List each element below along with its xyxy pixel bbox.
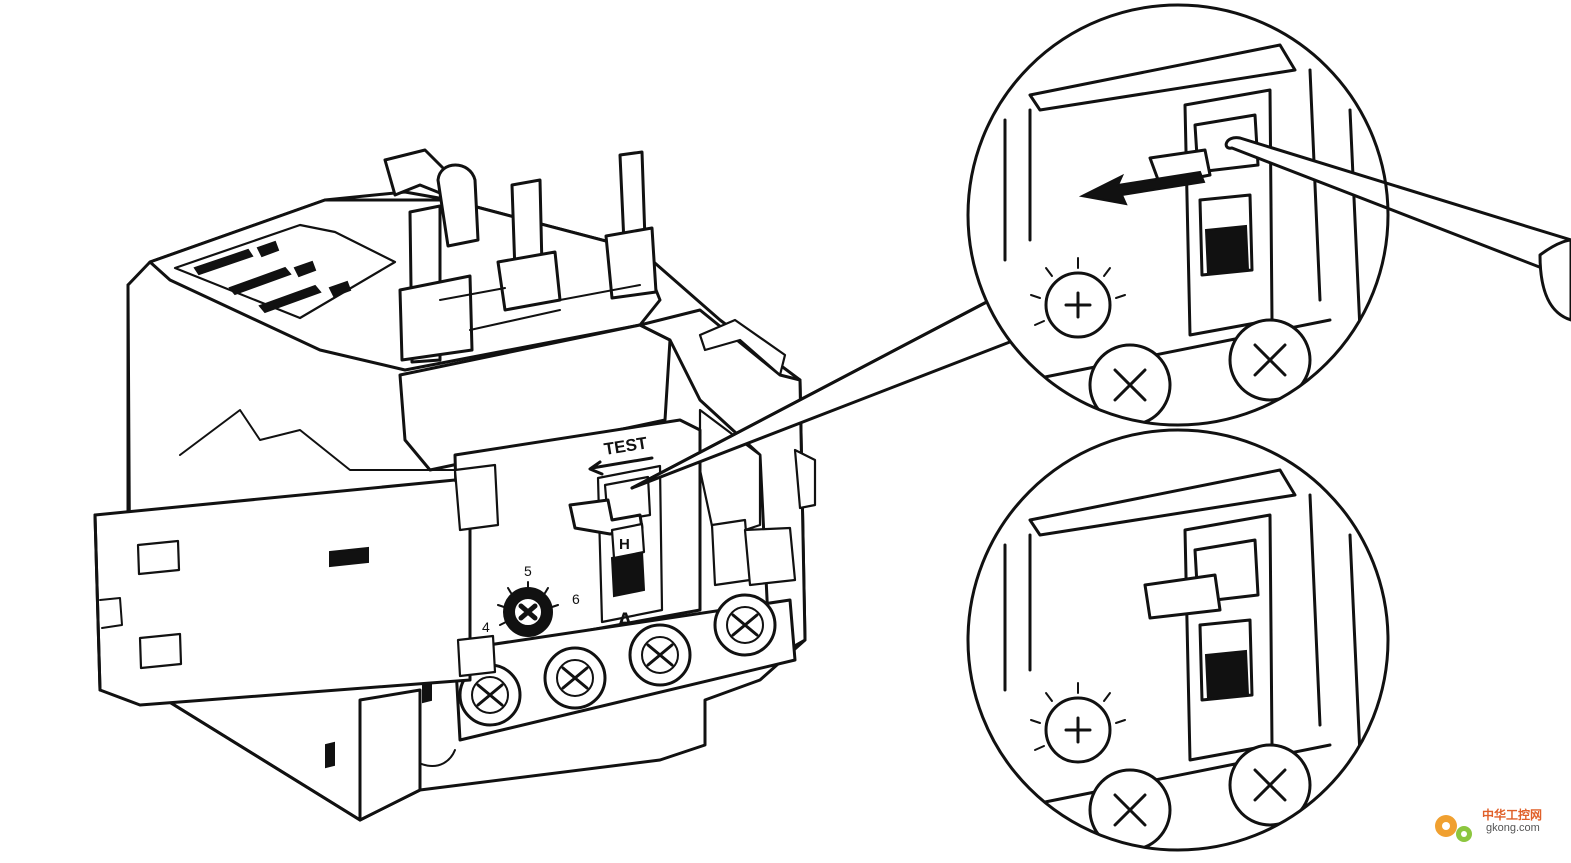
detail-test-normal	[966, 428, 1390, 852]
terminal-screws	[399, 593, 797, 767]
watermark-url: gkong.com	[1486, 822, 1540, 834]
gear-logo-icon	[1435, 815, 1472, 842]
watermark: 中华工控网 gkong.com	[1428, 800, 1568, 860]
thermal-overload-relay: TEST H A 4 5 6	[93, 148, 817, 822]
test-direction-arrow	[588, 456, 654, 476]
dial-label-5: 5	[524, 563, 532, 579]
test-slider-housing	[568, 464, 664, 624]
dial-label-6: 6	[572, 591, 580, 607]
sealable-cover	[93, 463, 500, 707]
dial-label-4: 4	[482, 619, 490, 635]
h-label: H	[619, 536, 630, 553]
top-label-plate	[173, 223, 397, 320]
push-direction-arrow	[1078, 170, 1206, 206]
watermark-site-name: 中华工控网	[1482, 808, 1543, 822]
screwdriver-icon	[1224, 136, 1571, 277]
detail-test-pressed	[966, 3, 1571, 427]
top-terminal-pins	[383, 148, 658, 364]
current-adjustment-dial	[497, 581, 559, 637]
